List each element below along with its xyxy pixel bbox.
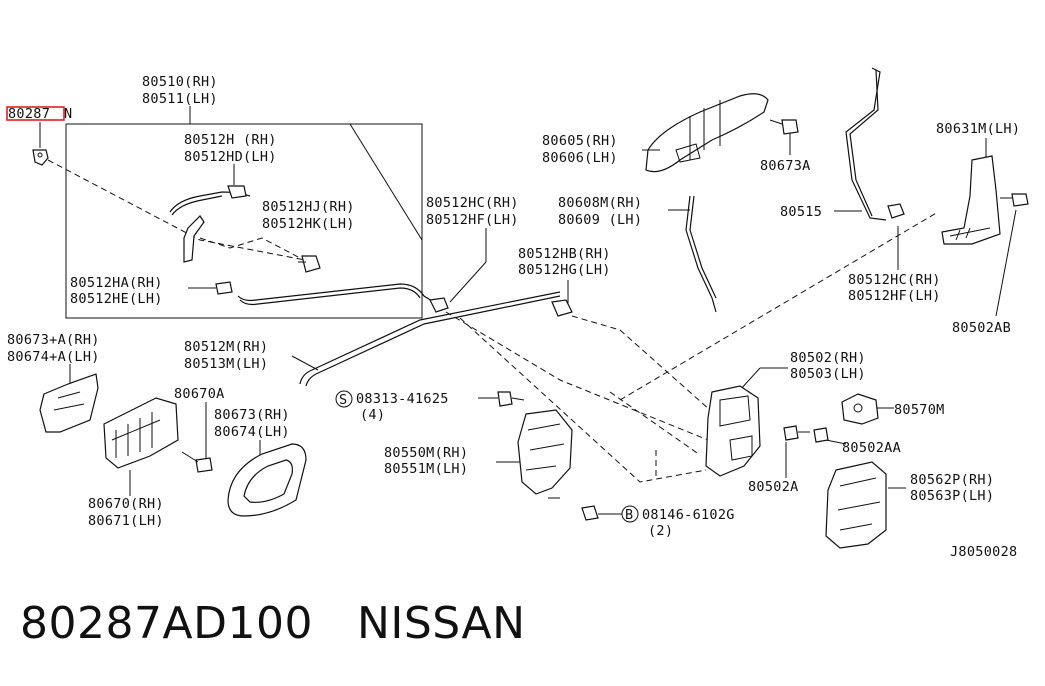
label-80512hb: 80512HB(RH) (518, 246, 611, 262)
label-80670: 80670(RH) (88, 496, 164, 512)
label-80502aa: 80502AA (842, 440, 901, 456)
part-number: 80287AD100 (20, 598, 313, 649)
cover-80562p (825, 461, 887, 549)
outside-handle (645, 93, 769, 173)
label-80512he: 80512HE(LH) (70, 291, 163, 307)
label-80563p: 80563P(LH) (910, 488, 994, 504)
reference-code: J8050028 (950, 544, 1017, 560)
label-80512hc-a: 80512HC(RH) (426, 195, 519, 211)
label-80512hf-a: 80512HF(LH) (426, 212, 519, 228)
label-80605: 80605(RH) (542, 133, 618, 149)
label-80673: 80673(RH) (214, 407, 290, 423)
b-circle-icon (621, 505, 639, 523)
label-80512hk: 80512HK(LH) (262, 216, 355, 232)
label-80502: 80502(RH) (790, 350, 866, 366)
label-80551m: 80551M(LH) (384, 461, 468, 477)
label-08313-qty: (4) (360, 407, 385, 423)
b-circle-letter: B (625, 507, 633, 523)
label-80606: 80606(LH) (542, 150, 618, 166)
label-80671: 80671(LH) (88, 513, 164, 529)
label-80502a: 80502A (748, 479, 799, 495)
label-80512h: 80512H (RH) (184, 132, 277, 148)
label-80550m: 80550M(RH) (384, 445, 468, 461)
label-80674pa: 80674+A(LH) (7, 349, 100, 365)
highlight-box (6, 106, 65, 121)
escutcheon-80673a (39, 373, 99, 433)
bracket-80570m (841, 393, 879, 425)
label-80570m: 80570M (894, 402, 945, 418)
bezel-80673 (227, 443, 307, 517)
label-80512hf-b: 80512HF(LH) (848, 288, 941, 304)
label-08146-qty: (2) (648, 523, 673, 539)
label-80670a: 80670A (174, 386, 225, 402)
bracket-80631m (941, 155, 1001, 245)
label-80673pa: 80673+A(RH) (7, 332, 100, 348)
label-80609: 80609 (LH) (558, 212, 642, 228)
label-80512hg: 80512HG(LH) (518, 262, 611, 278)
label-80512hc-b: 80512HC(RH) (848, 272, 941, 288)
brand-name: NISSAN (356, 598, 526, 649)
label-08313: 08313-41625 (356, 391, 449, 407)
label-80511: 80511(LH) (142, 91, 218, 107)
clip-80287n (32, 149, 49, 166)
label-80512m: 80512M(RH) (184, 339, 268, 355)
label-80608m: 80608M(RH) (558, 195, 642, 211)
door-lock-80502 (705, 385, 761, 477)
label-80631m: 80631M(LH) (936, 121, 1020, 137)
highlighted-part-suffix: N (64, 106, 72, 122)
label-80512ha: 80512HA(RH) (70, 275, 163, 291)
label-80674: 80674(LH) (214, 424, 290, 440)
label-80510: 80510(RH) (142, 74, 218, 90)
label-80515: 80515 (780, 204, 822, 220)
caption: 80287AD100 NISSAN (20, 598, 570, 649)
s-circle-letter: S (339, 392, 347, 408)
label-80512hj: 80512HJ(RH) (262, 199, 355, 215)
label-08146: 08146-6102G (642, 507, 735, 523)
assembly-box (65, 123, 423, 319)
label-80513m: 80513M(LH) (184, 356, 268, 372)
label-80503: 80503(LH) (790, 366, 866, 382)
highlighted-part-label[interactable]: 80287 (8, 106, 50, 122)
label-80673a: 80673A (760, 158, 811, 174)
label-80562p: 80562P(RH) (910, 472, 994, 488)
label-80512hd: 80512HD(LH) (184, 149, 277, 165)
label-80502ab: 80502AB (952, 320, 1011, 336)
inside-handle-80670 (103, 397, 179, 469)
s-circle-icon (335, 390, 353, 408)
remote-control-80550m (517, 409, 573, 495)
